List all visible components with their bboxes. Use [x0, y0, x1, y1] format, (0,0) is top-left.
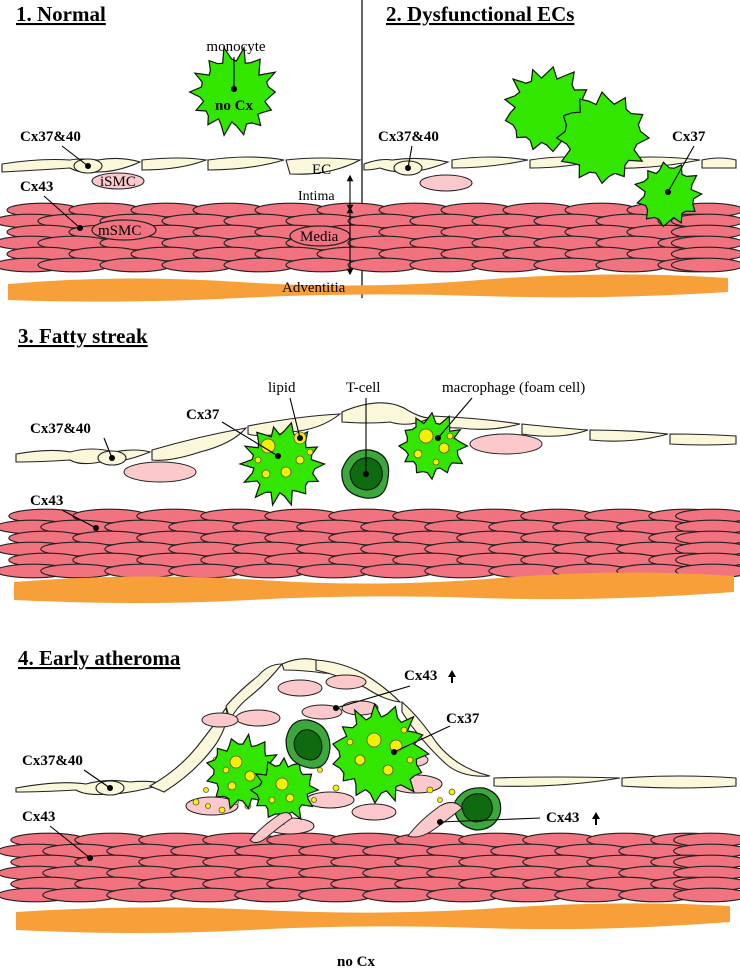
adventitia-band-1 [8, 274, 728, 302]
t-cell-p4a [285, 719, 331, 769]
smooth-muscle-cell [347, 257, 421, 273]
foam-cell [397, 411, 469, 481]
smooth-muscle-cell [471, 257, 545, 273]
panel-title-3: 3. Fatty streak [18, 324, 148, 348]
smooth-muscle-cell [37, 257, 111, 273]
intimal-smc [235, 709, 281, 727]
cx43-label-p3: Cx43 [30, 493, 63, 509]
smooth-muscle-cell [673, 887, 740, 903]
panel-title-2: 2. Dysfunctional ECs [386, 2, 574, 26]
media-band-3 [0, 832, 740, 903]
smooth-muscle-cell [99, 257, 173, 273]
cx43-label-p4: Cx43 [22, 809, 55, 825]
adventitia-band-2 [14, 572, 734, 603]
smooth-muscle-cell [595, 257, 669, 273]
smooth-muscle-cell [234, 887, 310, 903]
cx43-up-label-1: Cx43 [404, 668, 437, 684]
smooth-muscle-cell [490, 887, 566, 903]
cx3740-label-p2: Cx37&40 [378, 129, 439, 145]
smooth-muscle-cell [40, 563, 116, 579]
adventitia-band-3 [16, 903, 730, 933]
cx43-up-arrow-2 [592, 812, 600, 825]
intimal-smc-p2 [419, 174, 473, 192]
smooth-muscle-cell [426, 887, 502, 903]
lipid-droplets-p3b [413, 428, 454, 466]
panel-title-4: 4. Early atheroma [18, 646, 181, 670]
smooth-muscle-cell [533, 257, 607, 273]
smooth-muscle-cell [106, 887, 182, 903]
intimal-smc [325, 674, 367, 690]
cx37-label-p2: Cx37 [672, 129, 706, 145]
cx3740-label-p3: Cx37&40 [30, 421, 91, 437]
smooth-muscle-cell [161, 257, 235, 273]
smooth-muscle-cell [104, 563, 180, 579]
intimal-smc [201, 712, 239, 728]
lipid-label: lipid [268, 380, 296, 396]
cx37-label-p4: Cx37 [446, 711, 480, 727]
smooth-muscle-cell [170, 887, 246, 903]
smooth-muscle-cell [409, 257, 483, 273]
intimal-smc-p3b [469, 433, 543, 455]
media-band-1 [0, 202, 740, 273]
msmc-label: mSMC [98, 223, 141, 239]
monocyte-label: monocyte [206, 39, 265, 55]
smooth-muscle-cell [232, 563, 308, 579]
ec-label: EC [312, 162, 331, 178]
intimal-smc [277, 679, 323, 697]
intimal-smc [301, 704, 343, 720]
endothelium-p3 [15, 402, 737, 466]
migrating-smc-p4b [249, 812, 293, 844]
migrating-smc-p4 [407, 802, 463, 838]
cx43-up-arrow-1 [448, 670, 456, 683]
smooth-muscle-cell [285, 257, 359, 273]
tcell-label: T-cell [346, 380, 380, 396]
lipid-droplets-foam [222, 726, 414, 804]
smooth-muscle-cell [362, 887, 438, 903]
cx37-label-p3: Cx37 [186, 407, 220, 423]
smooth-muscle-cell [42, 887, 118, 903]
intimal-smc [351, 803, 397, 821]
cx3740-label-p4: Cx37&40 [22, 753, 83, 769]
intima-label: Intima [298, 189, 335, 204]
cx43-up-label-2: Cx43 [546, 810, 579, 826]
smooth-muscle-cell [298, 887, 374, 903]
intimal-smc-p1 [91, 172, 145, 190]
macrophage-label: macrophage (foam cell) [442, 380, 585, 396]
smooth-muscle-cell [168, 563, 244, 579]
media-label: Media [300, 229, 339, 245]
smooth-muscle-cell [670, 257, 740, 273]
smooth-muscle-cell [554, 887, 630, 903]
panel-title-1: 1. Normal [16, 2, 106, 26]
t-cell-p4b [453, 787, 502, 831]
smooth-muscle-cell [223, 257, 297, 273]
smooth-muscle-cell [360, 563, 436, 579]
ismc-label: iSMC [100, 174, 136, 190]
cx3740-label-p1: Cx37&40 [20, 129, 81, 145]
no-cx-cell-label: no Cx [215, 98, 253, 114]
endothelium-p1 [1, 156, 362, 175]
cx43-label-p1: Cx43 [20, 179, 53, 195]
lipid-droplets-p3a [254, 431, 314, 479]
adventitia-label: Adventitia [282, 280, 346, 296]
adhering-monocyte [555, 91, 651, 185]
intimal-smc-p3a [123, 461, 197, 483]
smooth-muscle-cell [424, 563, 500, 579]
no-cx-bottom-label: no Cx [337, 954, 375, 969]
media-band-2 [0, 508, 740, 579]
smooth-muscle-cell [296, 563, 372, 579]
